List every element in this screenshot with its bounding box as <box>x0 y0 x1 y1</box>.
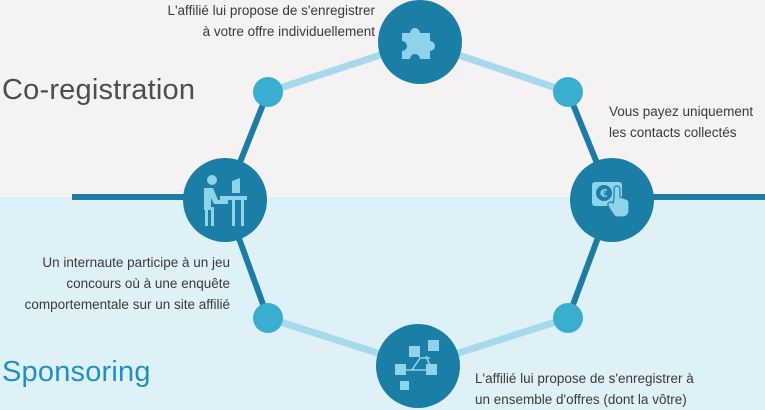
caption-right-step: Vous payez uniquement les contacts colle… <box>609 101 753 143</box>
caption-line: comportementale sur un site affilié <box>24 297 230 312</box>
flowchart-icon <box>395 340 439 390</box>
connector-dot-top-left <box>253 77 283 107</box>
caption-left-step: Un internaute participe à un jeu concour… <box>25 252 230 315</box>
person-at-desk-icon <box>204 175 247 226</box>
caption-line: L'affilié lui propose de s'enregistrer à <box>475 371 694 386</box>
caption-line: L'affilié lui propose de s'enregistrer <box>167 3 375 18</box>
connector-dot-bottom-left <box>253 303 283 333</box>
section-title-sponsoring: Sponsoring <box>2 356 151 388</box>
section-title-co-registration: Co-registration <box>2 74 196 106</box>
caption-line: à votre offre individuellement <box>202 24 375 39</box>
euro-touch-icon: € <box>592 182 630 218</box>
caption-bottom-step: L'affilié lui propose de s'enregistrer à… <box>475 368 694 410</box>
puzzle-piece-icon <box>402 28 435 59</box>
caption-top-step: L'affilié lui propose de s'enregistrer à… <box>167 0 375 42</box>
connector-dot-bottom-right <box>553 303 583 333</box>
caption-line: un ensemble d'offres (dont la vôtre) <box>475 392 687 407</box>
caption-line: Un internaute participe à un jeu <box>42 255 230 270</box>
caption-line: les contacts collectés <box>609 125 737 140</box>
caption-line: Vous payez uniquement <box>609 104 754 119</box>
connector-dot-top-right <box>553 77 583 107</box>
caption-line: concours où à une enquête <box>66 276 230 291</box>
svg-text:€: € <box>599 187 608 200</box>
node-bottom <box>376 324 460 408</box>
